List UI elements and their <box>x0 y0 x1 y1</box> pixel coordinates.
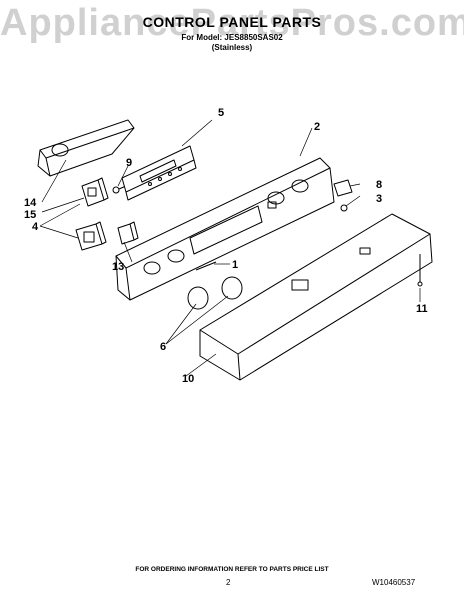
watermark: AppliancePartsPros.com <box>0 2 464 44</box>
part-5-control-overlay <box>121 145 197 201</box>
ordering-note: FOR ORDERING INFORMATION REFER TO PARTS … <box>135 566 329 573</box>
callout-8: 8 <box>376 179 382 191</box>
doc-number: W10460537 <box>372 578 416 587</box>
part-14-trim-bracket <box>37 119 135 177</box>
callout-14: 14 <box>24 197 37 209</box>
part-1-shaft <box>195 261 217 271</box>
callout-13: 13 <box>112 261 124 273</box>
callout-9: 9 <box>126 157 132 169</box>
part-6-knobs <box>187 276 243 310</box>
part-8-bracket <box>333 179 353 197</box>
part-11-screw <box>417 254 423 287</box>
callout-11: 11 <box>416 303 428 315</box>
part-15-switch <box>81 177 109 207</box>
part-3-screw <box>340 204 348 212</box>
leader-lines <box>39 119 421 377</box>
callout-labels: 5 2 9 8 3 14 15 4 13 1 6 10 11 <box>24 107 428 385</box>
page-number: 2 <box>226 578 231 587</box>
callout-6: 6 <box>160 341 166 353</box>
callout-10: 10 <box>182 373 194 385</box>
part-13-switch <box>117 221 139 245</box>
part-9-screw <box>112 185 127 194</box>
finish-line: (Stainless) <box>211 43 253 52</box>
page-title: CONTROL PANEL PARTS <box>142 14 322 30</box>
callout-2: 2 <box>314 121 320 133</box>
callout-4: 4 <box>32 221 39 233</box>
model-line: For Model: JES8850SAS02 <box>181 33 283 42</box>
part-2-control-panel <box>115 157 335 301</box>
part-4-relay <box>75 221 107 251</box>
callout-3: 3 <box>376 193 382 205</box>
callout-1: 1 <box>232 259 238 271</box>
callout-15: 15 <box>24 209 36 221</box>
part-10-tray <box>199 213 433 381</box>
callout-5: 5 <box>218 107 224 119</box>
